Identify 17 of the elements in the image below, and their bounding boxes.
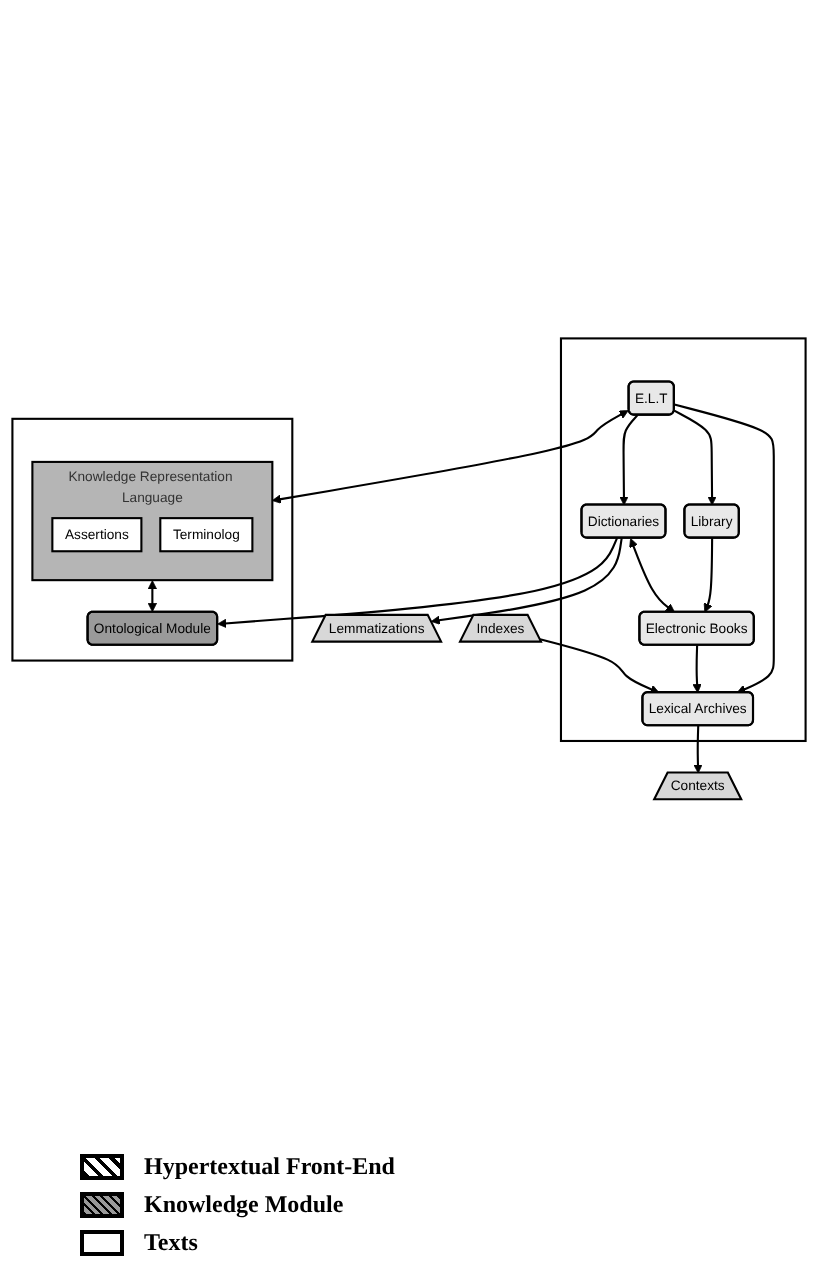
arrow	[693, 724, 703, 773]
arrow	[674, 402, 775, 693]
cluster	[11, 416, 294, 661]
cluster	[559, 336, 807, 742]
arrow	[703, 537, 714, 612]
arrow	[629, 537, 675, 612]
arrow	[539, 637, 660, 693]
arrow	[147, 579, 157, 612]
legend-text: Knowledge Module	[144, 1190, 344, 1220]
arrow	[673, 408, 717, 505]
arrow	[619, 413, 639, 505]
legend-text: Hypertextual Front-End	[144, 1152, 395, 1182]
arrow	[217, 536, 618, 628]
arrow	[692, 644, 702, 693]
arrow	[271, 409, 629, 503]
legend-text: Texts	[144, 1228, 198, 1258]
arrow	[430, 537, 623, 624]
